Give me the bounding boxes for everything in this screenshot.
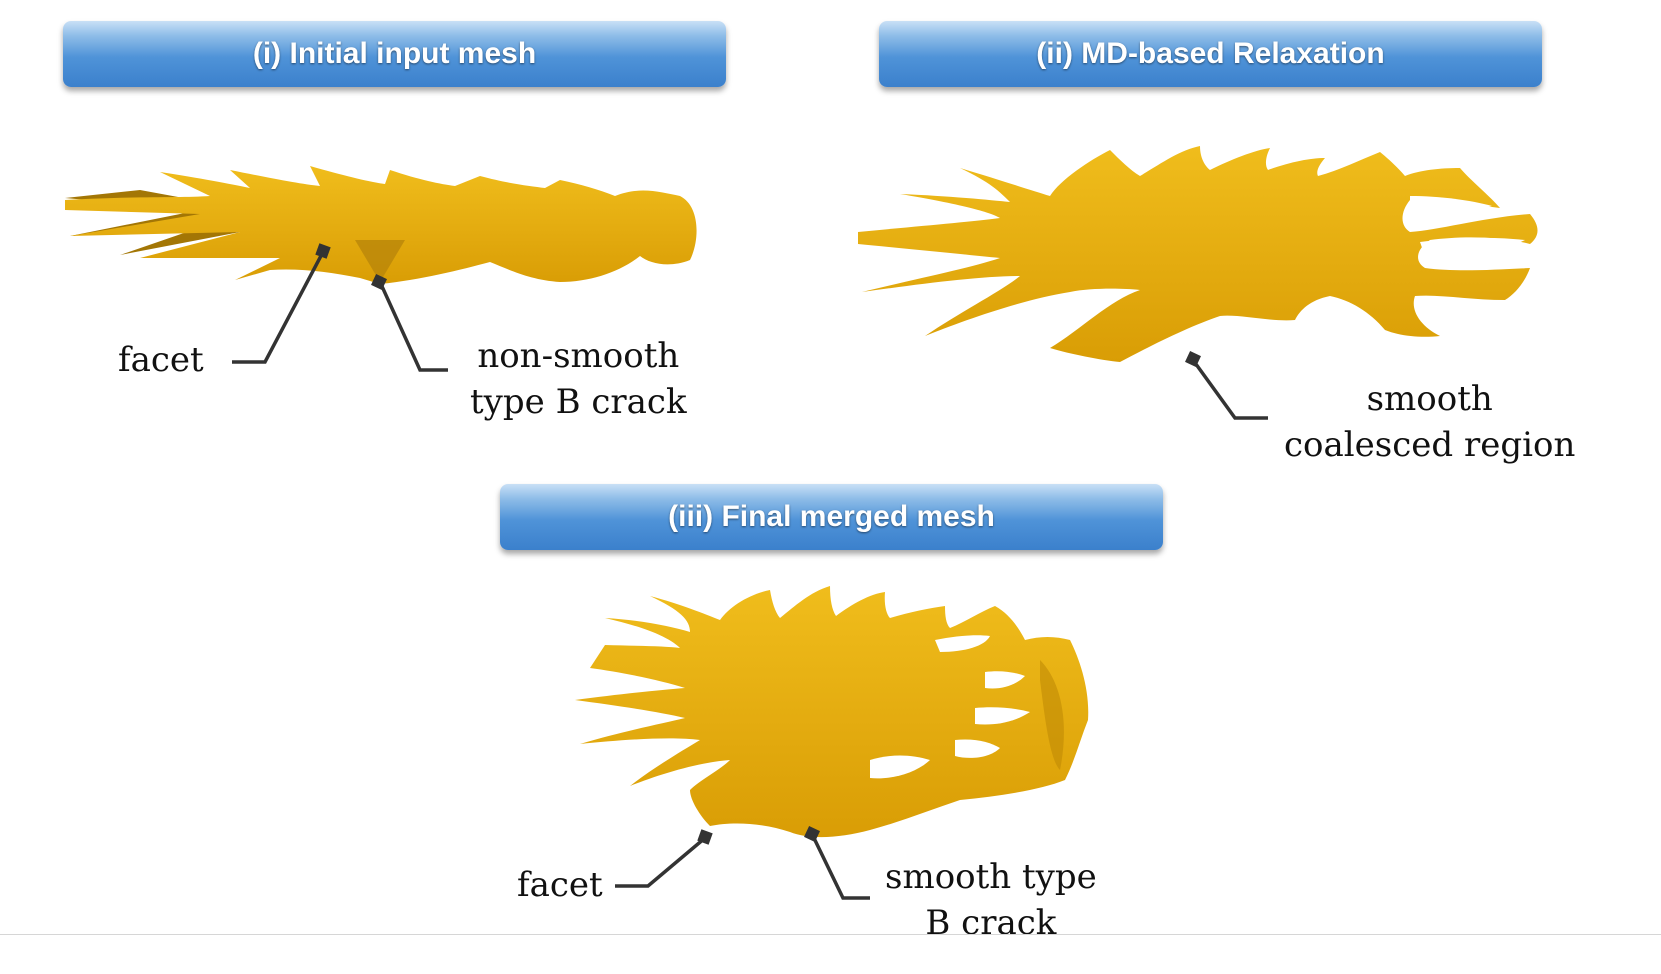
panel-header-final: (iii) Final merged mesh: [500, 484, 1163, 550]
leader-initial-crack-marker: [371, 274, 387, 290]
leader-initial-facet: [232, 251, 325, 364]
initial-mesh: [65, 166, 697, 284]
leader-final-facet-marker: [697, 829, 713, 845]
final-gap-1: [935, 635, 990, 652]
final-gap-2: [985, 671, 1025, 689]
relaxation-mesh-body: [858, 146, 1538, 362]
label-final-facet: facet: [517, 865, 603, 905]
label-final-crack: smooth type B crack: [885, 857, 1097, 943]
leader-final-crack: [810, 833, 870, 900]
panel-header-initial: (i) Initial input mesh: [63, 21, 726, 87]
relaxation-mesh: [858, 146, 1538, 362]
leader-relax: [1191, 358, 1268, 420]
final-gap-3: [975, 707, 1030, 725]
panel-header-relaxation: (ii) MD-based Relaxation: [879, 21, 1542, 87]
leader-initial-facet-marker: [315, 243, 331, 259]
final-gap-5: [870, 755, 930, 779]
panel-title-relaxation: (ii) MD-based Relaxation: [1036, 37, 1385, 70]
relaxation-gap-1: [1410, 196, 1492, 215]
label-initial-facet: facet: [118, 340, 204, 380]
final-fold-right: [1040, 660, 1064, 770]
leader-initial-crack: [378, 281, 448, 372]
leader-lines: [232, 243, 1268, 900]
relaxation-gap-2: [1420, 237, 1525, 256]
final-gap-4: [955, 739, 1000, 758]
final-mesh: [575, 586, 1089, 838]
bottom-divider: [0, 934, 1661, 935]
initial-mesh-body: [65, 166, 697, 284]
leader-relax-marker: [1185, 351, 1201, 367]
leader-final-facet: [615, 836, 707, 888]
initial-mesh-crack-fold: [355, 240, 405, 282]
label-initial-crack: non-smooth type B crack: [470, 336, 687, 422]
leader-final-crack-marker: [804, 826, 820, 842]
panel-title-final: (iii) Final merged mesh: [668, 500, 995, 533]
label-relaxation: smooth coalesced region: [1284, 379, 1576, 465]
panel-title-initial: (i) Initial input mesh: [252, 37, 537, 70]
